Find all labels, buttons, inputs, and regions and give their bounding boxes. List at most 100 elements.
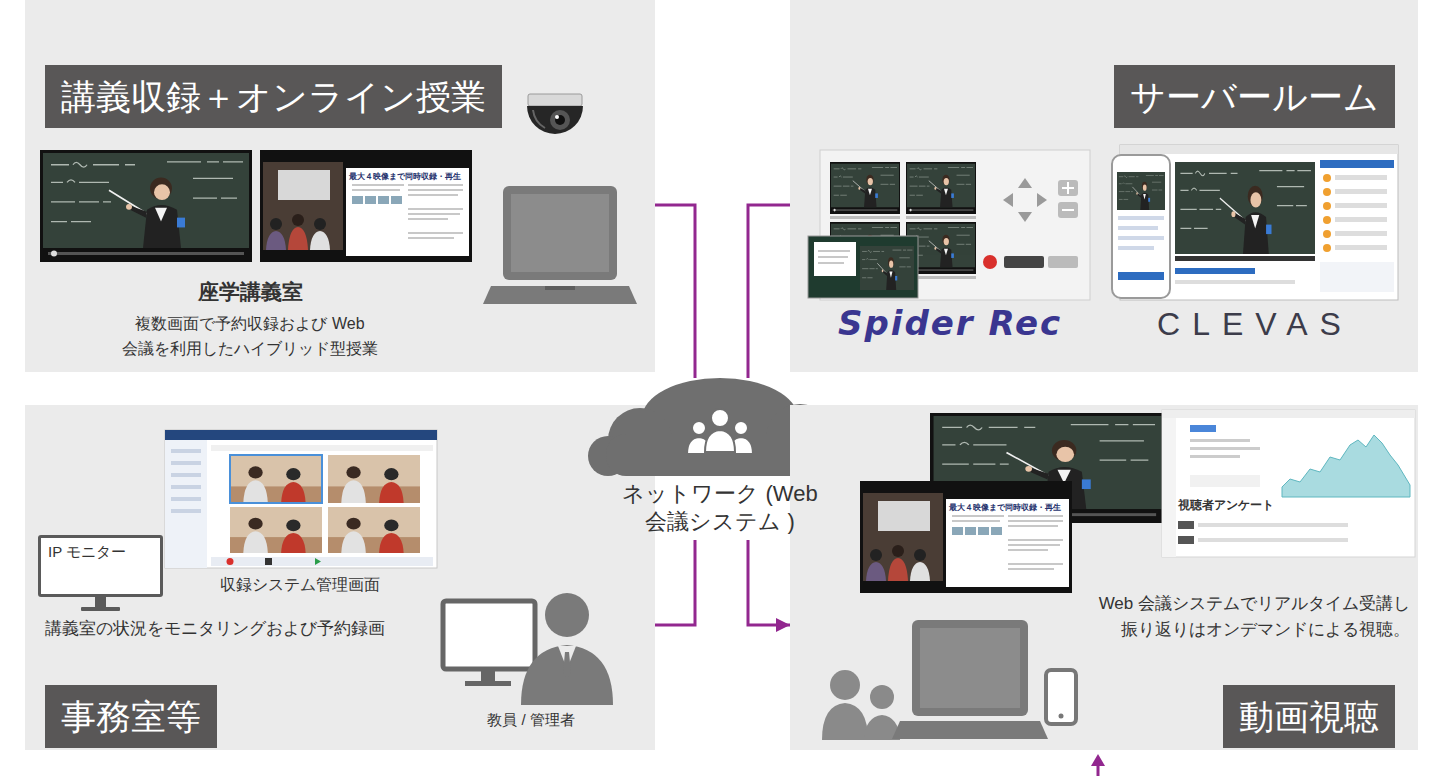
recorder-screenshot: [1062, 209, 1074, 211]
network-link: [748, 540, 790, 625]
incoming-arrow: [1091, 754, 1105, 776]
network-label: ネットワーク (Web 会議システム ): [620, 480, 820, 536]
text-slot: CLEVAS: [1120, 306, 1390, 343]
player-screenshot: [1323, 216, 1331, 224]
zone-header: サーバールーム: [1114, 65, 1395, 128]
recorder-screenshot: [1003, 193, 1013, 207]
text-slot: Spider Rec: [810, 303, 1090, 343]
laptop-icon: [892, 620, 1048, 739]
text-slot: 視聴者アンケート: [1178, 497, 1274, 514]
zone-title: 講義収録＋オンライン授業: [61, 65, 486, 128]
recorder-screenshot: [906, 216, 976, 219]
phone-screenshot: [1112, 155, 1170, 298]
zone-title: 動画視聴: [1239, 685, 1379, 748]
system-screenshot: [328, 455, 420, 503]
network-link: [748, 205, 790, 378]
zone-description: 講義室の状況をモニタリングおよび予約録画: [45, 617, 385, 640]
desktop-monitor: [481, 671, 495, 681]
system-screenshot: [315, 558, 321, 565]
viewer-icons: [870, 685, 894, 709]
network-link: [655, 540, 695, 625]
network-link: [655, 205, 695, 378]
people-icon: [711, 409, 729, 427]
analytics-screenshot: [1178, 521, 1194, 529]
phone-screenshot: [1118, 246, 1154, 250]
recorder-screenshot: [820, 150, 1090, 300]
recorder-screenshot: [818, 250, 850, 264]
product-logo: CLEVAS: [1120, 306, 1390, 343]
system-screenshot: [230, 455, 322, 503]
recorder-screenshot: [818, 256, 848, 258]
video-screenshot: [930, 413, 1165, 523]
system-screenshot: [171, 449, 201, 453]
system-screenshot: [171, 449, 201, 513]
lecture-screenshot: [260, 150, 472, 262]
people-icon: [734, 421, 748, 435]
camera-icon: [550, 110, 570, 130]
player-screenshot: [1323, 244, 1331, 252]
analytics-screenshot: [1178, 536, 1194, 544]
desktop-monitor: [443, 601, 535, 669]
system-screenshot: [165, 430, 437, 568]
incoming-arrow: [1091, 754, 1105, 766]
system-screenshot: [165, 440, 207, 568]
viewer-icons: [830, 670, 860, 700]
person-icon: [521, 593, 613, 705]
recorder-screenshot: [1048, 256, 1078, 268]
product-logo: Spider Rec: [810, 303, 1090, 343]
recorder-screenshot: [1037, 193, 1047, 207]
analytics-screenshot: [1190, 439, 1250, 442]
camera-icon: [555, 115, 559, 119]
zone-panel: 収録システム管理画面講義室の状況をモニタリングおよび予約録画教員 / 管理者事務…: [25, 405, 655, 750]
analytics-screenshot: [1198, 523, 1348, 527]
role-caption: 教員 / 管理者: [476, 711, 586, 730]
system-screenshot: [171, 497, 201, 501]
people-icon: [692, 421, 706, 435]
phone-screenshot: [1118, 226, 1158, 230]
analytics-screenshot: [1162, 410, 1415, 557]
text-slot: サーバールーム: [1130, 65, 1379, 128]
player-screenshot: [1320, 262, 1394, 292]
phone-screenshot: [1118, 216, 1164, 250]
laptop-icon: [503, 186, 617, 280]
player-screenshot: [1335, 203, 1387, 208]
recorder-screenshot: [808, 150, 1090, 300]
zone-description: 複数画面で予約収録および Web 会議を利用したハイブリッド型授業: [110, 311, 390, 361]
text-slot: 収録システム管理画面: [175, 575, 425, 596]
camera-icon: [527, 94, 583, 134]
monitor-stand: [81, 597, 120, 611]
recorder-screenshot: [814, 242, 856, 276]
recorder-screenshot: [818, 262, 844, 264]
recorder-screenshot: [808, 236, 918, 298]
recorder-screenshot: [818, 250, 850, 252]
system-screenshot: [211, 445, 433, 451]
screen-caption: 収録システム管理画面: [175, 575, 425, 596]
zone-header: 講義収録＋オンライン授業: [45, 65, 502, 128]
text-slot: 座学講義室: [50, 278, 450, 306]
analytics-screenshot: [1190, 447, 1260, 450]
text-slot: ネットワーク (Web 会議システム ): [620, 480, 820, 536]
player-screenshot: [1323, 202, 1331, 210]
recorder-screenshot: [1004, 256, 1044, 268]
recorder-screenshot: [983, 255, 997, 269]
system-screenshot: [165, 430, 437, 440]
recorder-screenshot: [830, 162, 900, 214]
text-slot: 講義室の状況をモニタリングおよび予約録画: [45, 617, 385, 640]
survey-title: 視聴者アンケート: [1178, 497, 1274, 514]
player-screenshot: [1335, 189, 1387, 194]
laptop-icon: [920, 628, 1020, 708]
text-slot: Web 会議システムでリアルタイム受講し 振り返りはオンデマンドによる視聴。: [1088, 591, 1410, 643]
laptop-icon: [483, 286, 637, 304]
recorder-screenshot: [1058, 180, 1078, 196]
people-icon: [705, 430, 735, 452]
laptop-icon: [545, 286, 575, 290]
player-screenshot: [1323, 174, 1331, 182]
phone-screenshot: [1118, 272, 1164, 280]
player-screenshot: [1335, 231, 1387, 236]
text-slot: 最大４映像まで同時収録・再生: [349, 171, 461, 182]
recorder-screenshot: [1062, 182, 1074, 194]
analytics-screenshot: [1190, 425, 1216, 432]
text-slot: 最大４映像まで同時収録・再生: [949, 502, 1061, 513]
